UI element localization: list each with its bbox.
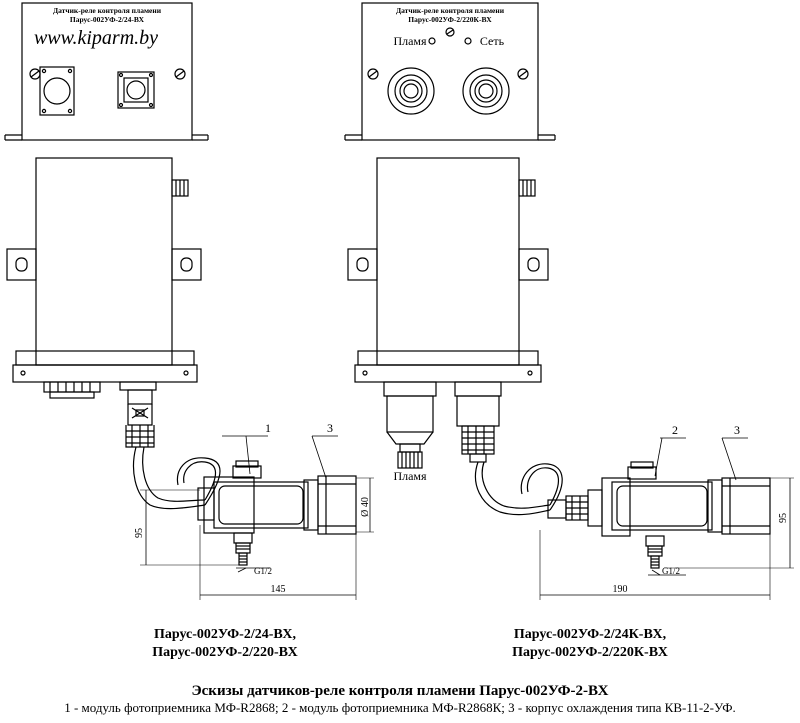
right-thread-dim: G1/2	[662, 566, 680, 576]
left-plate-line1: Датчик-реле контроля пламени	[53, 6, 162, 15]
drawing-labels: Датчик-реле контроля пламени Парус-002УФ…	[34, 6, 789, 595]
right-side-view	[347, 157, 794, 600]
right-plate-line1: Датчик-реле контроля пламени	[396, 6, 505, 15]
left-side-view	[6, 157, 374, 600]
left-front-panel	[4, 2, 209, 141]
drawing-title: Эскизы датчиков-реле контроля пламени Па…	[191, 683, 609, 699]
left-bottom-flame-label: Пламя	[393, 469, 427, 483]
callout-3-right: 3	[734, 423, 740, 437]
left-plate-line2: Парус-002УФ-2/24-ВХ	[70, 15, 145, 24]
right-height-dim: 95	[778, 513, 789, 523]
callout-2: 2	[672, 423, 678, 437]
left-caption-line2: Парус-002УФ-2/220-ВХ	[152, 645, 298, 660]
callout-1: 1	[265, 421, 271, 435]
drawing-legend: 1 - модуль фотоприемника МФ-R2868; 2 - м…	[64, 700, 736, 715]
right-caption-line1: Парус-002УФ-2/24К-ВХ,	[513, 627, 667, 642]
right-front-panel	[344, 2, 556, 141]
right-label-flame: Пламя	[393, 34, 427, 48]
left-thread-dim: G1/2	[254, 566, 272, 576]
right-width-dim: 190	[613, 584, 628, 595]
right-model-caption: Парус-002УФ-2/24К-ВХ, Парус-002УФ-2/220К…	[460, 626, 720, 662]
callout-3-left: 3	[327, 421, 333, 435]
left-model-caption: Парус-002УФ-2/24-ВХ, Парус-002УФ-2/220-В…	[110, 626, 340, 662]
left-height-dim: 95	[134, 528, 145, 538]
left-caption-line1: Парус-002УФ-2/24-ВХ,	[153, 627, 296, 642]
right-plate-line2: Парус-002УФ-2/220К-ВХ	[408, 15, 492, 24]
right-label-network: Сеть	[480, 34, 505, 48]
left-watermark: www.kiparm.by	[34, 27, 158, 49]
left-diameter-dim: Ø 40	[360, 497, 371, 517]
right-caption-line2: Парус-002УФ-2/220К-ВХ	[512, 645, 668, 660]
left-width-dim: 145	[271, 584, 286, 595]
